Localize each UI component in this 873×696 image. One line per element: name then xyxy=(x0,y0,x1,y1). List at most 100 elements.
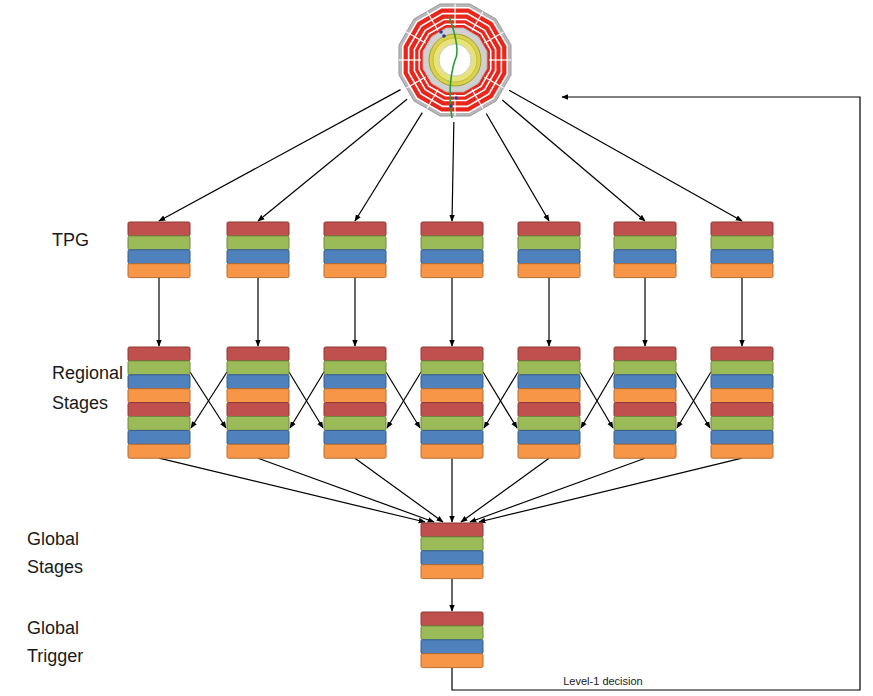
detector-segment-gap xyxy=(407,77,426,88)
board-stripe xyxy=(324,361,386,375)
merge-arrow xyxy=(451,458,452,522)
board-stripe xyxy=(614,403,676,417)
board-stripe xyxy=(421,612,483,626)
tpg-arrow xyxy=(354,278,355,346)
board-stripe xyxy=(518,222,580,236)
line-label: Level-1 decision xyxy=(548,674,658,688)
tpg-arrow xyxy=(741,278,742,346)
regional-box xyxy=(324,347,386,458)
board-stripe xyxy=(324,264,386,278)
board-stripe xyxy=(518,250,580,264)
board-stripe xyxy=(711,417,773,431)
regional-box xyxy=(614,347,676,458)
detector-segment-gap xyxy=(484,77,503,88)
stage-label: Global Trigger xyxy=(27,614,99,670)
detector-segment-gap xyxy=(472,12,483,31)
readout-arrow xyxy=(509,90,742,221)
board-stripe xyxy=(227,389,289,403)
board-stripe xyxy=(128,250,190,264)
regional-share-arrow xyxy=(190,372,226,428)
board-stripe xyxy=(614,444,676,458)
stage-label: TPG xyxy=(52,228,142,252)
board-stripe xyxy=(227,403,289,417)
regional-share-arrow xyxy=(677,372,711,428)
detector-illustration xyxy=(399,4,511,118)
regional-box xyxy=(128,347,190,458)
board-stripe xyxy=(324,375,386,389)
global-trigger-box xyxy=(421,612,483,668)
board-stripe xyxy=(421,389,483,403)
board-stripe xyxy=(711,361,773,375)
board-stripe xyxy=(711,222,773,236)
global-arrow xyxy=(451,579,452,611)
tpg-arrow xyxy=(548,278,549,346)
board-stripe xyxy=(614,417,676,431)
stage-label: Regional Stages xyxy=(52,358,134,418)
board-stripe xyxy=(128,236,190,250)
board-stripe xyxy=(227,361,289,375)
tpg-arrow xyxy=(257,278,258,346)
board-stripe xyxy=(227,417,289,431)
regional-box xyxy=(227,347,289,458)
board-stripe xyxy=(421,361,483,375)
board-stripe xyxy=(518,430,580,444)
board-stripe xyxy=(324,222,386,236)
board-stripe xyxy=(421,640,483,654)
regional-share-arrow xyxy=(387,372,421,428)
board-stripe xyxy=(421,654,483,668)
hit-dot xyxy=(439,30,443,34)
board-stripe xyxy=(421,264,483,278)
board-stripe xyxy=(324,403,386,417)
board-stripe xyxy=(711,347,773,361)
regional-box xyxy=(421,347,483,458)
regional-box xyxy=(711,347,773,458)
tpg-box xyxy=(128,222,190,278)
detector-segment-gap xyxy=(427,89,438,108)
board-stripe xyxy=(518,417,580,431)
hit-dot xyxy=(454,96,458,100)
tpg-box xyxy=(227,222,289,278)
board-stripe xyxy=(711,389,773,403)
connector-lines xyxy=(159,90,860,690)
board-stripe xyxy=(128,430,190,444)
regional-share-arrow xyxy=(581,372,614,428)
board-stripe xyxy=(614,389,676,403)
board-stripe xyxy=(711,444,773,458)
merge-arrow xyxy=(355,458,443,522)
tpg-arrow xyxy=(158,278,159,346)
readout-arrow xyxy=(258,99,407,221)
board-stripe xyxy=(421,236,483,250)
board-stripe xyxy=(227,430,289,444)
board-stripe xyxy=(421,417,483,431)
board-stripe xyxy=(227,264,289,278)
regional-share-arrow xyxy=(290,372,324,428)
readout-arrow xyxy=(452,122,454,221)
board-stripe xyxy=(518,236,580,250)
board-stripe xyxy=(518,389,580,403)
board-stripe xyxy=(421,403,483,417)
board-stripe xyxy=(518,444,580,458)
board-stripe xyxy=(711,403,773,417)
board-stripe xyxy=(128,389,190,403)
tpg-box xyxy=(324,222,386,278)
board-stripe xyxy=(711,236,773,250)
regional-share-arrow xyxy=(386,372,420,428)
board-stripe xyxy=(711,375,773,389)
board-stripe xyxy=(128,347,190,361)
merge-arrow xyxy=(479,458,742,522)
decision-feedback xyxy=(452,97,860,690)
board-stripe xyxy=(614,236,676,250)
board-stripe xyxy=(711,264,773,278)
board-stripe xyxy=(421,626,483,640)
tpg-box xyxy=(711,222,773,278)
board-stripe xyxy=(128,444,190,458)
board-stripe xyxy=(324,389,386,403)
tpg-box xyxy=(421,222,483,278)
merge-arrow xyxy=(470,458,645,522)
board-stripe xyxy=(324,250,386,264)
processor-boxes xyxy=(128,222,773,668)
board-stripe xyxy=(614,264,676,278)
board-stripe xyxy=(421,565,483,579)
